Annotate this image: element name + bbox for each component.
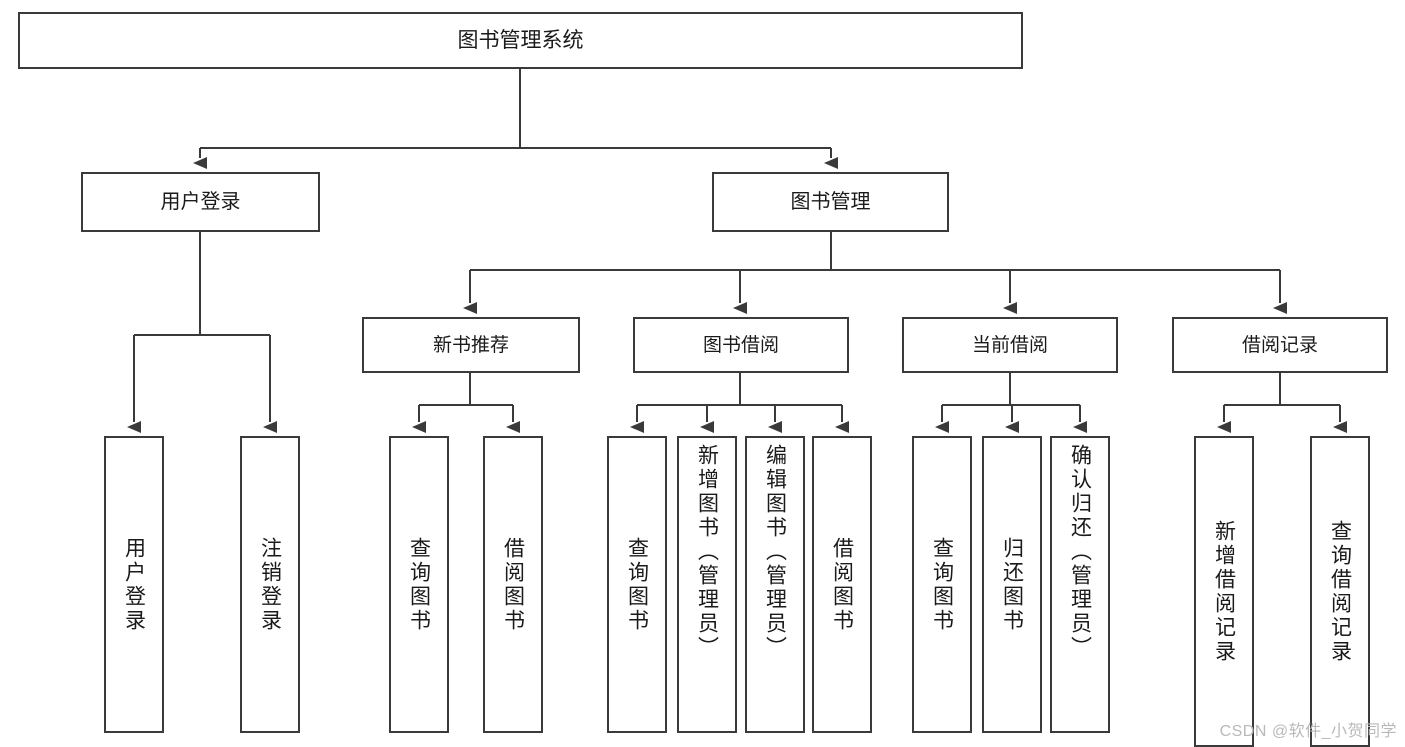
node-borrow-record-label: 借阅记录 (1241, 334, 1318, 356)
node-leaf-query-book-rec-label: 查询图书 (407, 536, 431, 633)
node-leaf-query-book-cur-label: 查询图书 (930, 536, 954, 633)
node-new-book-recommend-label: 新书推荐 (432, 334, 509, 356)
node-leaf-borrow-book[interactable]: 借阅图书 (812, 436, 872, 733)
node-root[interactable]: 图书管理系统 (18, 12, 1023, 69)
node-leaf-query-book-cur[interactable]: 查询图书 (912, 436, 972, 733)
csdn-watermark: CSDN @软件_小贺同学 (1219, 723, 1397, 740)
node-leaf-add-borrow-record[interactable]: 新增借阅记录 (1194, 436, 1254, 747)
node-leaf-query-borrow-record-label: 查询借阅记录 (1328, 519, 1352, 664)
node-leaf-query-borrow-record[interactable]: 查询借阅记录 (1310, 436, 1370, 747)
node-new-book-recommend[interactable]: 新书推荐 (362, 317, 580, 373)
node-leaf-edit-book[interactable]: 编辑图书（管理员） (745, 436, 805, 733)
node-current-borrow[interactable]: 当前借阅 (902, 317, 1118, 373)
node-leaf-return-book-label: 归还图书 (1000, 536, 1024, 633)
node-user-login[interactable]: 用户登录 (81, 172, 320, 232)
node-leaf-borrow-book-label: 借阅图书 (830, 536, 854, 633)
node-leaf-edit-book-label: 编辑图书（管理员） (763, 444, 787, 660)
node-leaf-logout-login-label: 注销登录 (258, 536, 282, 633)
node-user-login-label: 用户登录 (160, 191, 241, 213)
node-leaf-return-book[interactable]: 归还图书 (982, 436, 1042, 733)
node-leaf-borrow-book-rec[interactable]: 借阅图书 (483, 436, 543, 733)
node-leaf-borrow-book-rec-label: 借阅图书 (501, 536, 525, 633)
node-leaf-confirm-return-label: 确认归还（管理员） (1068, 444, 1092, 660)
node-borrow-record[interactable]: 借阅记录 (1172, 317, 1388, 373)
node-leaf-query-book-borrow[interactable]: 查询图书 (607, 436, 667, 733)
node-leaf-logout-login[interactable]: 注销登录 (240, 436, 300, 733)
node-book-manage-label: 图书管理 (790, 191, 871, 213)
node-leaf-query-book-borrow-label: 查询图书 (625, 536, 649, 633)
node-root-label: 图书管理系统 (457, 29, 584, 52)
node-current-borrow-label: 当前借阅 (971, 334, 1048, 356)
node-book-manage[interactable]: 图书管理 (712, 172, 949, 232)
node-leaf-add-book-label: 新增图书（管理员） (695, 444, 719, 660)
node-leaf-user-login[interactable]: 用户登录 (104, 436, 164, 733)
node-leaf-confirm-return[interactable]: 确认归还（管理员） (1050, 436, 1110, 733)
node-book-borrow[interactable]: 图书借阅 (633, 317, 849, 373)
node-leaf-query-book-rec[interactable]: 查询图书 (389, 436, 449, 733)
node-book-borrow-label: 图书借阅 (702, 334, 779, 356)
node-leaf-add-book[interactable]: 新增图书（管理员） (677, 436, 737, 733)
node-leaf-add-borrow-record-label: 新增借阅记录 (1212, 519, 1236, 664)
node-leaf-user-login-label: 用户登录 (122, 536, 146, 633)
